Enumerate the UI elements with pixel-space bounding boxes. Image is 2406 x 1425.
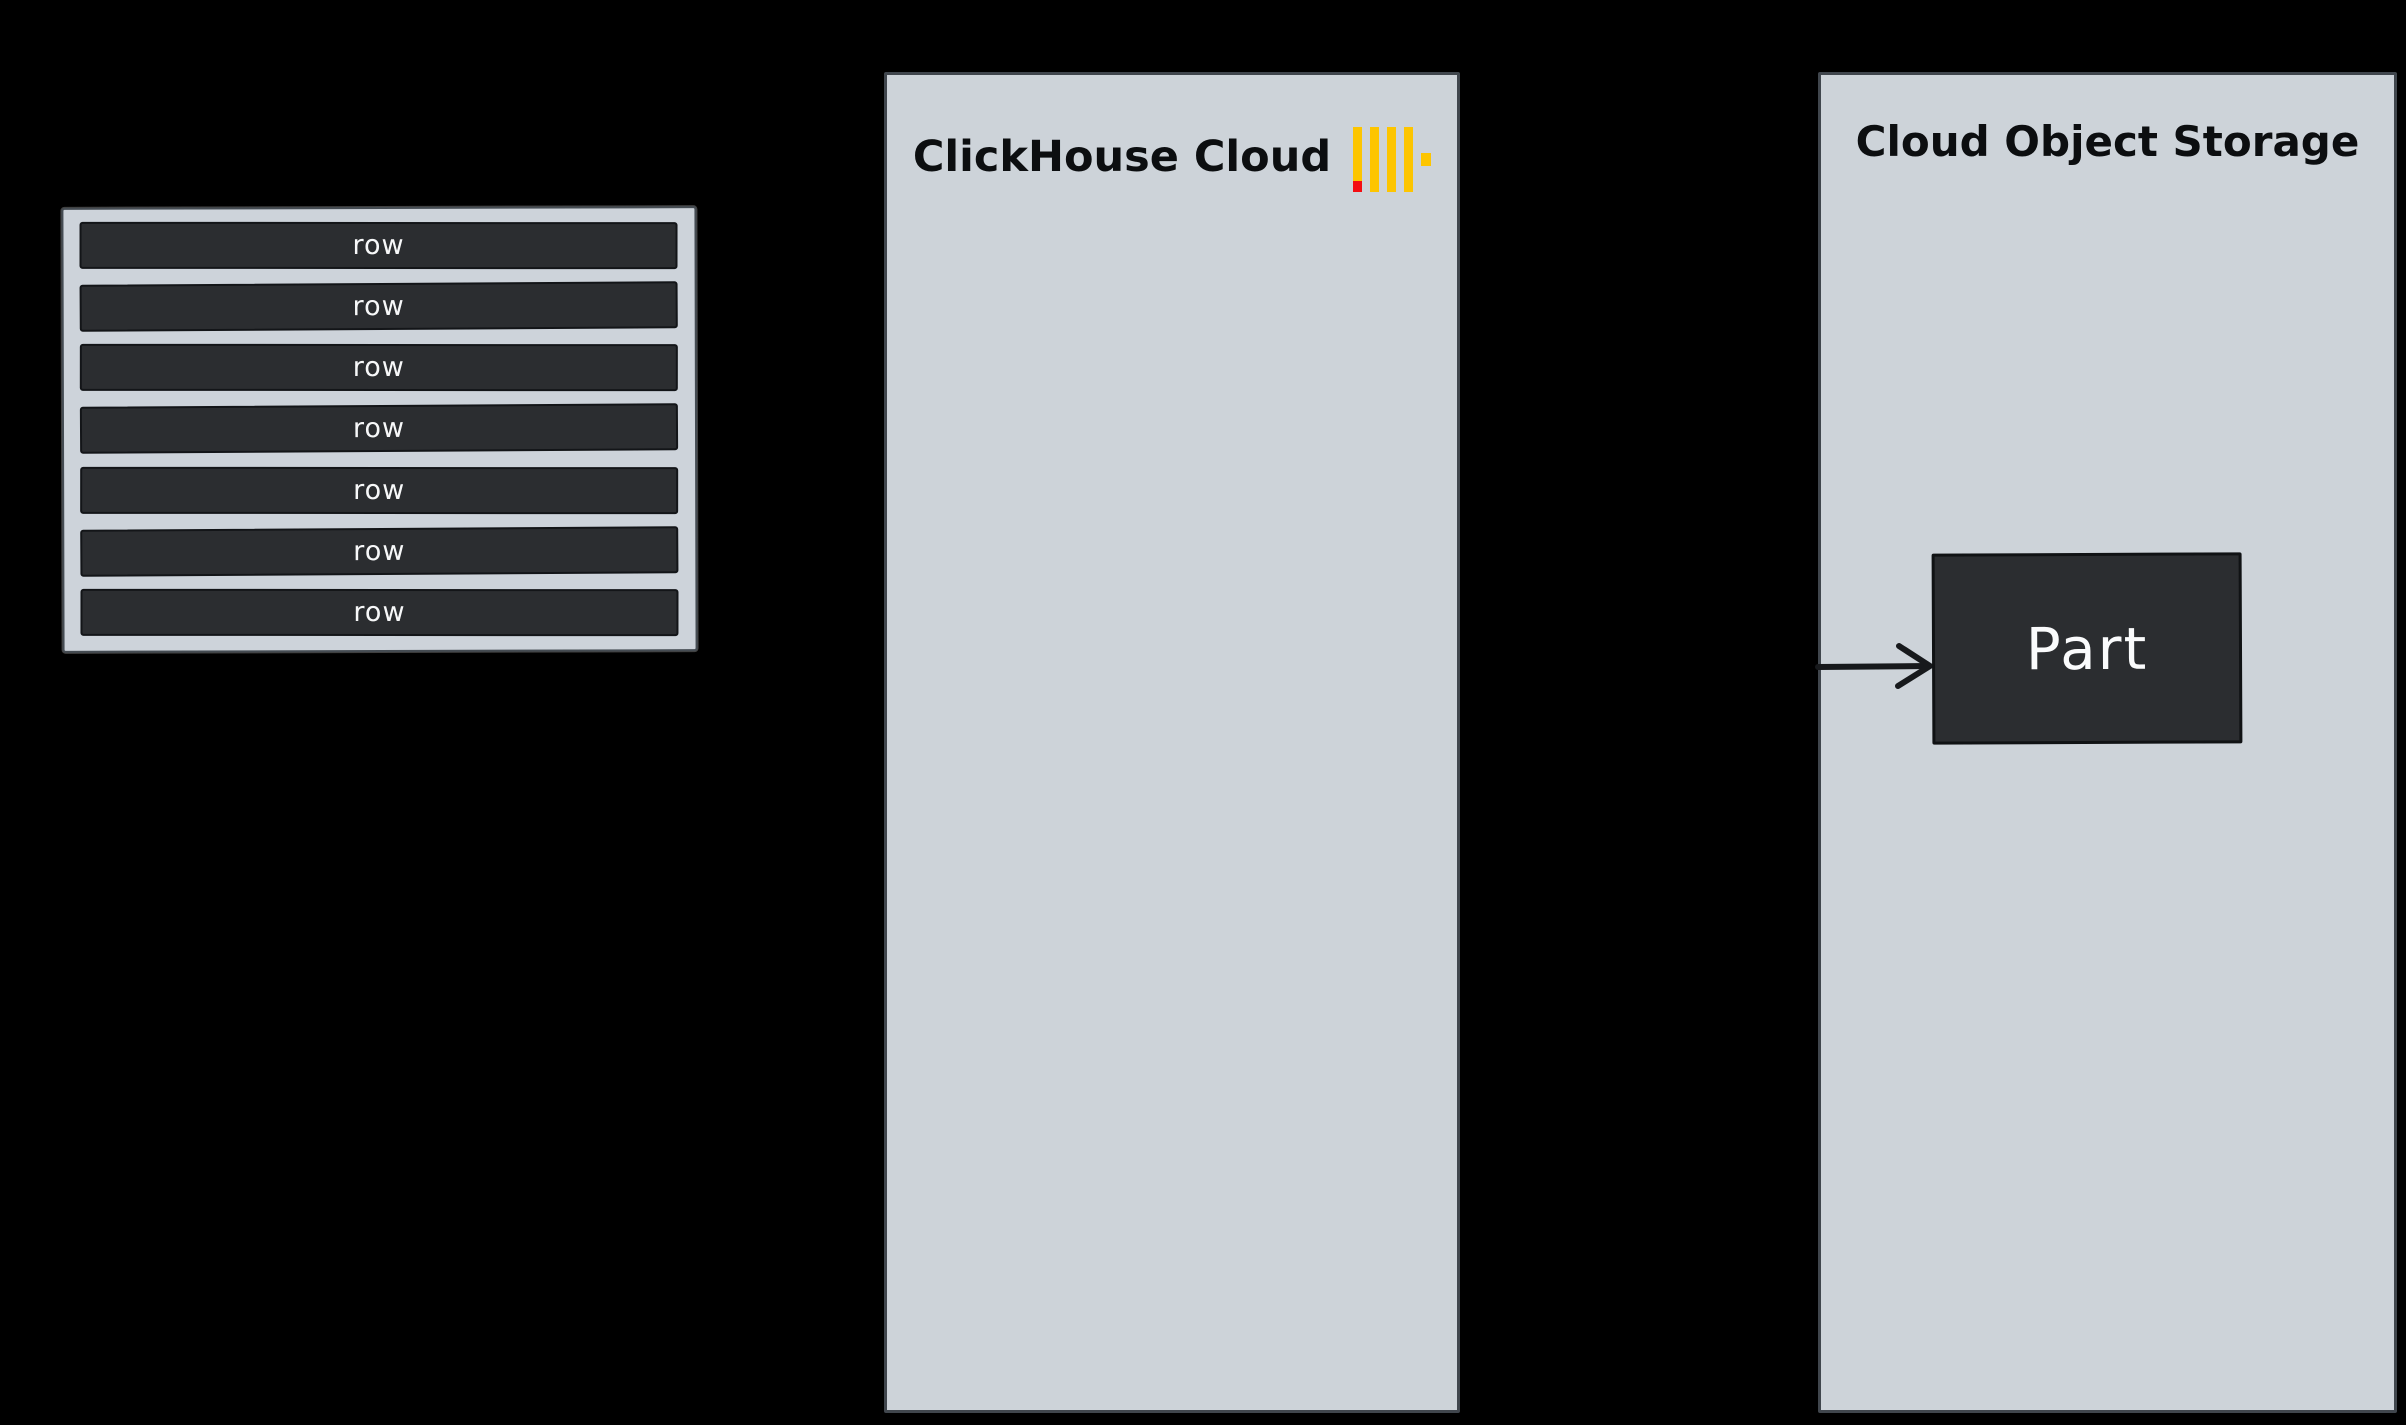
table-row: row [79, 281, 678, 332]
part-block: Part [1931, 552, 2243, 745]
storage-title-row: Cloud Object Storage [1821, 75, 2394, 166]
table-row: row [79, 403, 679, 455]
table-row: row [80, 526, 679, 577]
clickhouse-logo-icon [1353, 127, 1432, 192]
table-row: row [80, 466, 679, 514]
rows-table: row row row row row row row [61, 206, 698, 653]
clickhouse-cloud-panel: ClickHouse Cloud [884, 72, 1460, 1413]
panel-title: ClickHouse Cloud [912, 131, 1332, 182]
panel-title: Cloud Object Storage [1855, 117, 2360, 166]
table-row: row [80, 588, 679, 637]
arrow-icon [1815, 643, 1933, 689]
table-row: row [79, 221, 678, 270]
clickhouse-cloud-title-row: ClickHouse Cloud [887, 75, 1457, 192]
table-row: row [79, 344, 678, 392]
